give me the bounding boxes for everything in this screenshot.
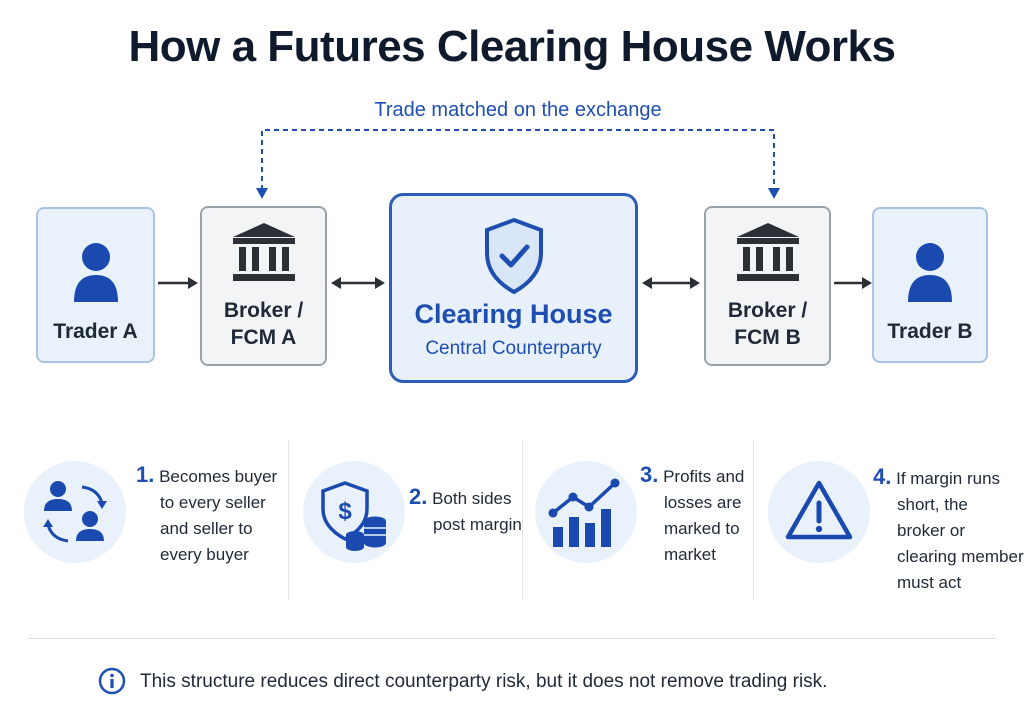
divider-2 bbox=[522, 440, 523, 600]
arrow-broker-b-to-trader-b bbox=[834, 277, 872, 289]
double-arrow-left bbox=[331, 277, 385, 289]
user-icon bbox=[908, 242, 952, 302]
clearing-house-title: Clearing House bbox=[414, 298, 613, 329]
info-icon bbox=[98, 667, 126, 695]
warning-triangle-icon bbox=[785, 480, 853, 540]
step-3-line-1: Profits and bbox=[663, 467, 745, 486]
broker-fcm-a-box: Broker / FCM A bbox=[200, 206, 327, 366]
broker-fcm-b-box: Broker / FCM B bbox=[704, 206, 831, 366]
user-icon bbox=[73, 242, 118, 302]
step-2-line-1: Both sides bbox=[432, 489, 512, 508]
step-1-line-1: Becomes buyer bbox=[159, 467, 278, 486]
swap-users-icon bbox=[43, 481, 107, 543]
step-3-line-3: marked to bbox=[664, 519, 740, 538]
step-3-icon-circle bbox=[535, 461, 637, 563]
step-4-line-4: clearing member bbox=[897, 547, 1024, 566]
trader-b-box: Trader B bbox=[872, 207, 988, 363]
step-4-icon-circle bbox=[768, 461, 870, 563]
step-1-icon-circle bbox=[24, 461, 126, 563]
page-title: How a Futures Clearing House Works bbox=[128, 22, 896, 71]
footer-divider bbox=[28, 638, 996, 639]
broker-a-line2: FCM A bbox=[230, 326, 297, 349]
divider-1 bbox=[288, 440, 289, 600]
step-1-line-2: to every seller bbox=[160, 493, 266, 512]
svg-text:$: $ bbox=[338, 498, 352, 525]
step-1-text: 1. Becomes buyer to every seller and sel… bbox=[136, 462, 277, 568]
step-1-line-4: every buyer bbox=[160, 545, 249, 564]
step-3-text: 3. Profits and losses are marked to mark… bbox=[640, 462, 744, 568]
double-arrow-right bbox=[642, 277, 700, 289]
shield-coins-icon: $ bbox=[321, 481, 386, 551]
broker-b-line2: FCM B bbox=[734, 326, 801, 349]
divider-3 bbox=[753, 440, 754, 600]
broker-b-line1: Broker / bbox=[727, 299, 808, 322]
arrow-trader-a-to-broker-a bbox=[158, 277, 198, 289]
footer-note: This structure reduces direct counterpar… bbox=[140, 671, 828, 692]
bank-icon bbox=[232, 223, 295, 281]
step-3-line-4: market bbox=[664, 545, 716, 564]
step-2-text: 2. Both sides post margin bbox=[409, 484, 522, 538]
step-4-line-3: broker or bbox=[897, 521, 966, 540]
step-3-number: 3. bbox=[640, 462, 659, 487]
step-4-line-5: must act bbox=[897, 573, 962, 592]
bank-icon bbox=[736, 223, 799, 281]
step-1-line-3: and seller to bbox=[160, 519, 253, 538]
trader-a-box: Trader A bbox=[36, 207, 155, 363]
step-1-number: 1. bbox=[136, 462, 155, 487]
step-4-line-2: short, the bbox=[897, 495, 968, 514]
bar-chart-trend-icon bbox=[548, 478, 620, 547]
trade-matched-label: Trade matched on the exchange bbox=[374, 99, 662, 121]
step-4-text: 4. If margin runs short, the broker or c… bbox=[873, 464, 1024, 596]
broker-a-line1: Broker / bbox=[223, 299, 304, 322]
step-4-line-1: If margin runs bbox=[896, 469, 1001, 488]
clearing-house-box: Clearing House Central Counterparty bbox=[389, 193, 638, 383]
step-2-icon-circle: $ bbox=[303, 461, 405, 563]
step-2-number: 2. bbox=[409, 484, 428, 509]
step-2-line-2: post margin bbox=[433, 515, 522, 534]
trade-matched-connector bbox=[256, 129, 780, 199]
trader-b-label: Trader B bbox=[887, 319, 973, 343]
trader-a-label: Trader A bbox=[53, 319, 138, 343]
clearing-house-subtitle: Central Counterparty bbox=[425, 337, 602, 359]
step-4-number: 4. bbox=[873, 464, 892, 489]
shield-check-icon bbox=[484, 217, 543, 294]
step-3-line-2: losses are bbox=[664, 493, 742, 512]
